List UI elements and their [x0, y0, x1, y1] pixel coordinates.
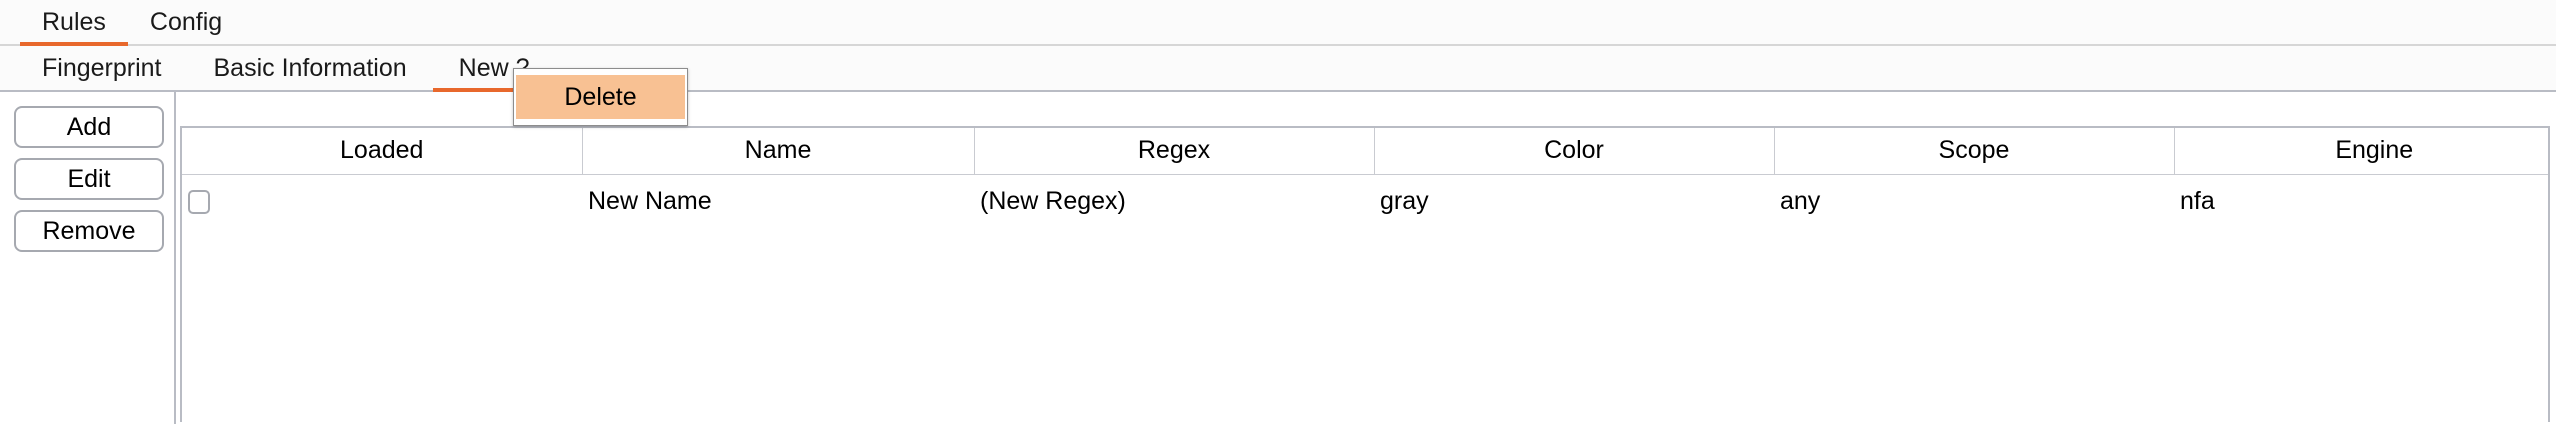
top-tab-list: Rules Config	[0, 0, 2556, 46]
cell-loaded	[182, 174, 582, 228]
rules-table-head: Loaded Name Regex Color Scope Engine	[182, 128, 2548, 175]
tab-rules-label: Rules	[42, 8, 106, 36]
remove-button[interactable]: Remove	[14, 210, 164, 252]
column-header-color[interactable]: Color	[1374, 128, 1775, 175]
tab-config[interactable]: Config	[128, 0, 244, 44]
sub-tab-basic-information-label: Basic Information	[213, 54, 407, 82]
column-header-regex[interactable]: Regex	[974, 128, 1375, 175]
sub-tab-basic-information[interactable]: Basic Information	[188, 46, 433, 90]
cell-name[interactable]: New Name	[582, 174, 974, 228]
column-header-loaded[interactable]: Loaded	[182, 128, 583, 175]
loaded-checkbox[interactable]	[188, 190, 210, 215]
tab-config-label: Config	[149, 8, 223, 36]
top-tab-bar: Rules Config	[0, 0, 2556, 46]
add-button[interactable]: Add	[14, 106, 164, 148]
menu-item-delete-label: Delete	[564, 82, 637, 111]
sub-tab-bar: Fingerprint Basic Information New ?	[0, 46, 2556, 92]
edit-button[interactable]: Edit	[14, 158, 164, 200]
column-header-name[interactable]: Name	[582, 128, 975, 175]
sub-tab-list: Fingerprint Basic Information New ?	[0, 46, 2556, 92]
cell-color[interactable]: gray	[1374, 174, 1774, 228]
tab-rules[interactable]: Rules	[20, 0, 128, 46]
table-header-row: Loaded Name Regex Color Scope Engine	[182, 128, 2548, 175]
cell-engine[interactable]: nfa	[2174, 174, 2548, 228]
cell-regex[interactable]: (New Regex)	[974, 174, 1374, 228]
sub-tab-fingerprint-label: Fingerprint	[42, 54, 162, 82]
cell-scope[interactable]: any	[1774, 174, 2174, 228]
context-menu: Delete	[513, 68, 688, 126]
menu-item-delete[interactable]: Delete	[516, 75, 685, 119]
work-area: Add Edit Remove Loaded Name Regex Color …	[0, 92, 2556, 424]
side-button-panel: Add Edit Remove	[0, 92, 176, 424]
column-header-scope[interactable]: Scope	[1774, 128, 2175, 175]
rules-table: Loaded Name Regex Color Scope Engine New…	[182, 128, 2548, 228]
rules-table-body: New Name (New Regex) gray any nfa	[182, 174, 2548, 228]
sub-tab-fingerprint[interactable]: Fingerprint	[16, 46, 188, 90]
column-header-engine[interactable]: Engine	[2174, 128, 2548, 175]
rules-table-container: Loaded Name Regex Color Scope Engine New…	[180, 126, 2550, 422]
table-row[interactable]: New Name (New Regex) gray any nfa	[182, 174, 2548, 228]
